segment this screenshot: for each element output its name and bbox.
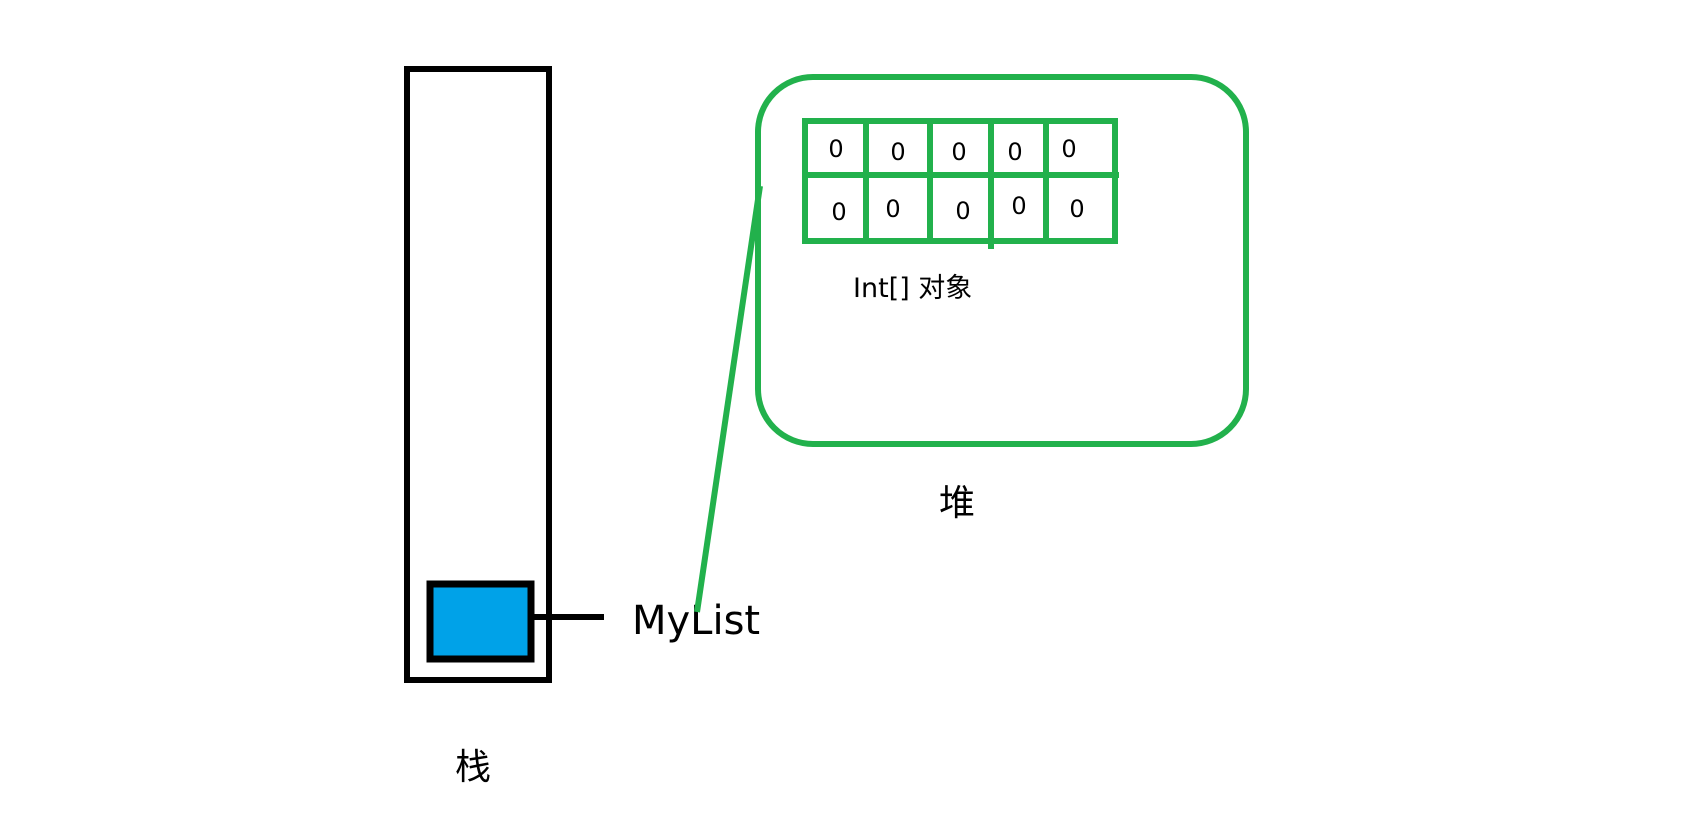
array-cell: 0	[951, 138, 966, 166]
pointer-line	[694, 185, 763, 613]
stack-frame	[404, 66, 552, 683]
array-cell: 0	[828, 135, 843, 163]
reference-slot	[426, 580, 535, 663]
heap-region	[755, 74, 1249, 447]
array-outline	[802, 118, 1118, 244]
array-cell: 0	[885, 195, 900, 223]
array-cell: 0	[1007, 138, 1022, 166]
array-grid	[802, 118, 1119, 249]
array-cell: 0	[890, 138, 905, 166]
array-cell: 0	[955, 197, 970, 225]
stack-label: 栈	[455, 747, 491, 788]
array-cell: 0	[831, 198, 846, 226]
array-cell: 0	[1061, 135, 1076, 163]
array-cell: 0	[1011, 192, 1026, 220]
heap-label: 堆	[939, 483, 975, 524]
object-label: Int[] 对象	[853, 273, 972, 304]
array-cell: 0	[1069, 195, 1084, 223]
